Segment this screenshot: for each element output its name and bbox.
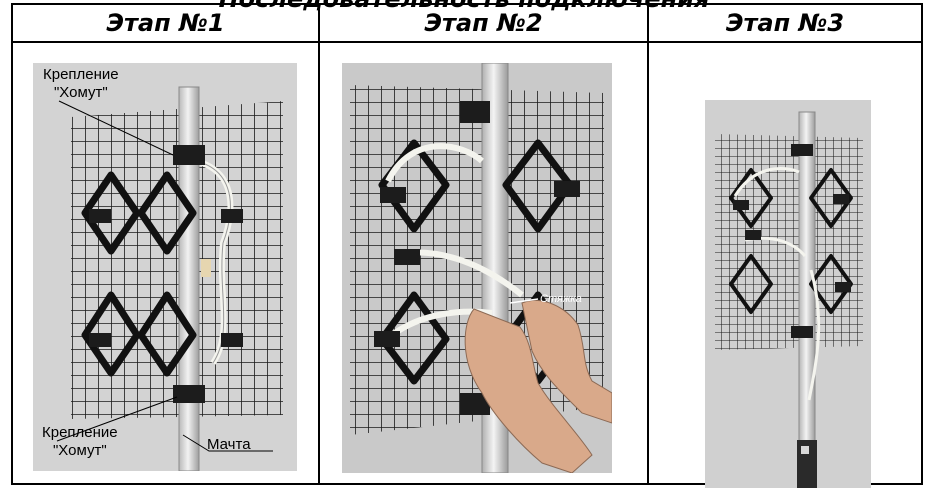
step-1-cell: Крепление "Хомут" Крепление "Хомут" Мачт… <box>11 41 320 485</box>
tie-label: Стяжка <box>540 293 582 305</box>
step-3-cell <box>647 41 923 488</box>
steps-header-row: Этап №1 Этап №2 Этап №3 <box>11 3 923 43</box>
mount-bottom-label: Крепление "Хомут" <box>42 424 118 459</box>
mount-top-label: Крепление "Хомут" <box>43 66 119 101</box>
antenna-illustration-step-1 <box>33 63 297 471</box>
step-3-photo <box>705 100 871 488</box>
step-2-photo <box>342 63 612 473</box>
step-1-title: Этап №1 <box>11 3 320 43</box>
step-1-photo <box>33 63 297 471</box>
step-2-cell: Стяжка <box>318 41 649 485</box>
steps-table: Этап №1 Этап №2 Этап №3 <box>11 3 923 488</box>
mast-label: Мачта <box>207 436 251 453</box>
step-2-title: Этап №2 <box>318 3 649 43</box>
antenna-illustration-step-3 <box>705 100 871 488</box>
step-3-title: Этап №3 <box>647 3 923 43</box>
antenna-illustration-step-2 <box>342 63 612 473</box>
